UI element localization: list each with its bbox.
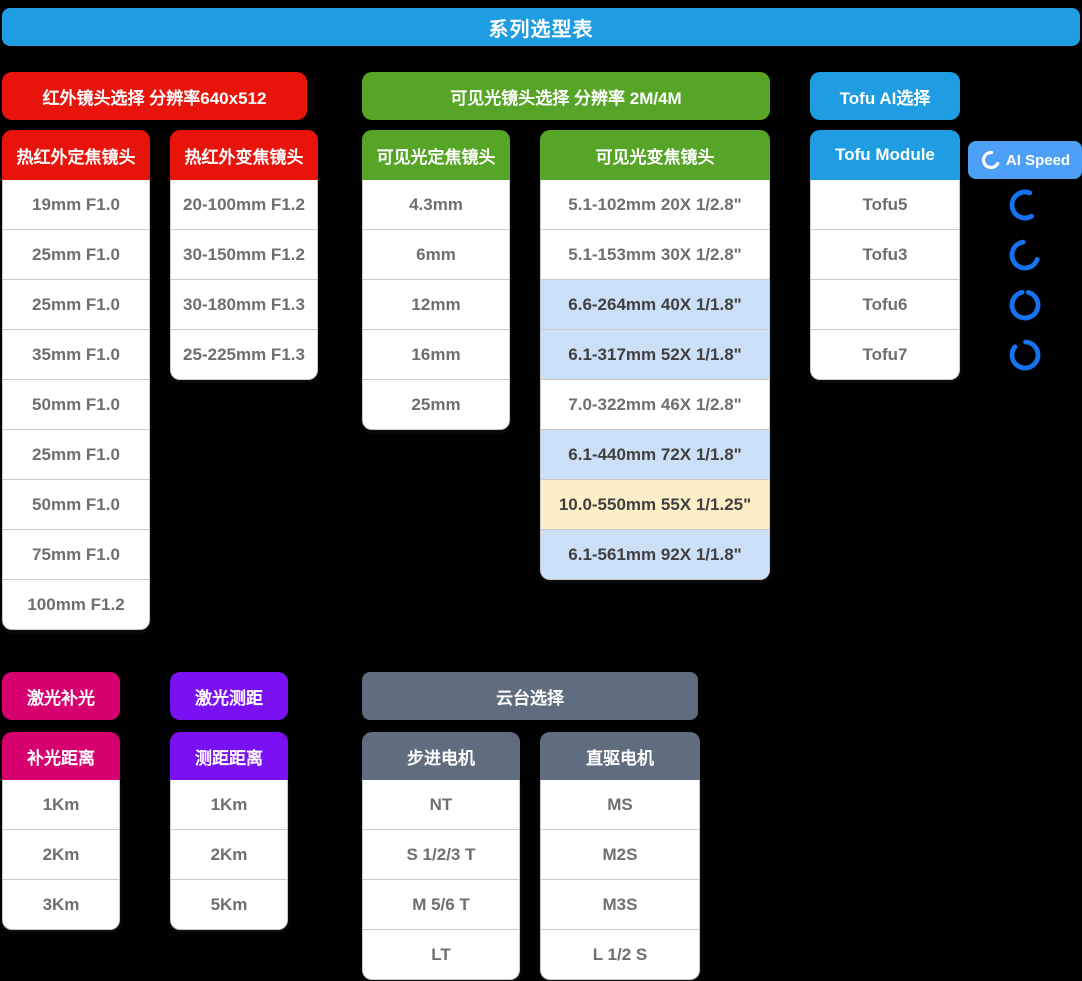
laser-fill-option[interactable]: 3Km bbox=[3, 879, 119, 929]
tofu-module-option[interactable]: Tofu3 bbox=[811, 229, 959, 279]
visible-zoom-option[interactable]: 10.0-550mm 55X 1/1.25" bbox=[541, 479, 769, 529]
visible-section-header: 可见光镜头选择 分辨率 2M/4M bbox=[362, 72, 770, 120]
thermal-fixed-option[interactable]: 75mm F1.0 bbox=[3, 529, 149, 579]
laser-range-option[interactable]: 2Km bbox=[171, 829, 287, 879]
visible-fixed-option[interactable]: 16mm bbox=[363, 329, 509, 379]
thermal-fixed-option[interactable]: 25mm F1.0 bbox=[3, 229, 149, 279]
tofu-module-option[interactable]: Tofu5 bbox=[811, 180, 959, 229]
ai-speed-arc-icon-tofu5 bbox=[1006, 186, 1044, 224]
thermal-zoom-option[interactable]: 30-150mm F1.2 bbox=[171, 229, 317, 279]
visible-zoom-option[interactable]: 5.1-153mm 30X 1/2.8" bbox=[541, 229, 769, 279]
laser-range-section-header: 激光测距 bbox=[170, 672, 288, 720]
visible-fixed-option[interactable]: 12mm bbox=[363, 279, 509, 329]
gimbal-stepper-column-header: 步进电机 bbox=[362, 732, 520, 780]
laser-range-option[interactable]: 1Km bbox=[171, 780, 287, 829]
gimbal-direct-option[interactable]: MS bbox=[541, 780, 699, 829]
thermal-fixed-option[interactable]: 25mm F1.0 bbox=[3, 429, 149, 479]
thermal-fixed-option[interactable]: 19mm F1.0 bbox=[3, 180, 149, 229]
ai-speed-arc-icon-tofu7 bbox=[1006, 336, 1044, 374]
thermal-section-header: 红外镜头选择 分辨率640x512 bbox=[2, 72, 307, 120]
gimbal-direct-column-header: 直驱电机 bbox=[540, 732, 700, 780]
gimbal-stepper-option[interactable]: LT bbox=[363, 929, 519, 979]
thermal-fixed-option[interactable]: 25mm F1.0 bbox=[3, 279, 149, 329]
visible-zoom-option[interactable]: 7.0-322mm 46X 1/2.8" bbox=[541, 379, 769, 429]
gimbal-direct-option[interactable]: M2S bbox=[541, 829, 699, 879]
visible-zoom-option[interactable]: 6.1-440mm 72X 1/1.8" bbox=[541, 429, 769, 479]
laser-range-column-header: 测距距离 bbox=[170, 732, 288, 780]
gimbal-section-header: 云台选择 bbox=[362, 672, 698, 720]
ai-speed-arc-icon-tofu6 bbox=[1006, 286, 1044, 324]
visible-zoom-option[interactable]: 6.6-264mm 40X 1/1.8" bbox=[541, 279, 769, 329]
gimbal-direct-option[interactable]: L 1/2 S bbox=[541, 929, 699, 979]
ai-speed-label: AI Speed bbox=[1005, 151, 1071, 169]
thermal-fixed-option[interactable]: 50mm F1.0 bbox=[3, 479, 149, 529]
visible-fixed-column-header: 可见光定焦镜头 bbox=[362, 130, 510, 180]
thermal-fixed-column-header: 热红外定焦镜头 bbox=[2, 130, 150, 180]
visible-fixed-option[interactable]: 25mm bbox=[363, 379, 509, 429]
thermal-fixed-option[interactable]: 100mm F1.2 bbox=[3, 579, 149, 629]
laser-range-option[interactable]: 5Km bbox=[171, 879, 287, 929]
laser-fill-option[interactable]: 2Km bbox=[3, 829, 119, 879]
visible-fixed-option[interactable]: 4.3mm bbox=[363, 180, 509, 229]
ai-speed-spinner-icon bbox=[981, 150, 1001, 170]
visible-fixed-option[interactable]: 6mm bbox=[363, 229, 509, 279]
laser-fill-column-header: 补光距离 bbox=[2, 732, 120, 780]
thermal-zoom-option[interactable]: 25-225mm F1.3 bbox=[171, 329, 317, 379]
visible-zoom-option[interactable]: 6.1-317mm 52X 1/1.8" bbox=[541, 329, 769, 379]
thermal-fixed-option[interactable]: 50mm F1.0 bbox=[3, 379, 149, 429]
laser-fill-section-header: 激光补光 bbox=[2, 672, 120, 720]
gimbal-stepper-option[interactable]: NT bbox=[363, 780, 519, 829]
thermal-zoom-option[interactable]: 20-100mm F1.2 bbox=[171, 180, 317, 229]
visible-zoom-list: 5.1-102mm 20X 1/2.8"5.1-153mm 30X 1/2.8"… bbox=[540, 180, 770, 580]
tofu-module-option[interactable]: Tofu7 bbox=[811, 329, 959, 379]
visible-zoom-column-header: 可见光变焦镜头 bbox=[540, 130, 770, 180]
visible-zoom-option[interactable]: 6.1-561mm 92X 1/1.8" bbox=[541, 529, 769, 579]
ai-speed-arc-icon-tofu3 bbox=[1006, 236, 1044, 274]
thermal-zoom-option[interactable]: 30-180mm F1.3 bbox=[171, 279, 317, 329]
tofu-module-option[interactable]: Tofu6 bbox=[811, 279, 959, 329]
thermal-zoom-column-header: 热红外变焦镜头 bbox=[170, 130, 318, 180]
laser-fill-option[interactable]: 1Km bbox=[3, 780, 119, 829]
page-title: 系列选型表 bbox=[2, 8, 1080, 46]
thermal-fixed-option[interactable]: 35mm F1.0 bbox=[3, 329, 149, 379]
gimbal-direct-option[interactable]: M3S bbox=[541, 879, 699, 929]
visible-zoom-option[interactable]: 5.1-102mm 20X 1/2.8" bbox=[541, 180, 769, 229]
tofu-module-column-header: Tofu Module bbox=[810, 130, 960, 180]
tofu-section-header: Tofu AI选择 bbox=[810, 72, 960, 120]
gimbal-stepper-option[interactable]: S 1/2/3 T bbox=[363, 829, 519, 879]
gimbal-stepper-option[interactable]: M 5/6 T bbox=[363, 879, 519, 929]
ai-speed-badge: AI Speed bbox=[968, 141, 1082, 179]
visible-zoom-column: 可见光变焦镜头 5.1-102mm 20X 1/2.8"5.1-153mm 30… bbox=[540, 130, 770, 580]
